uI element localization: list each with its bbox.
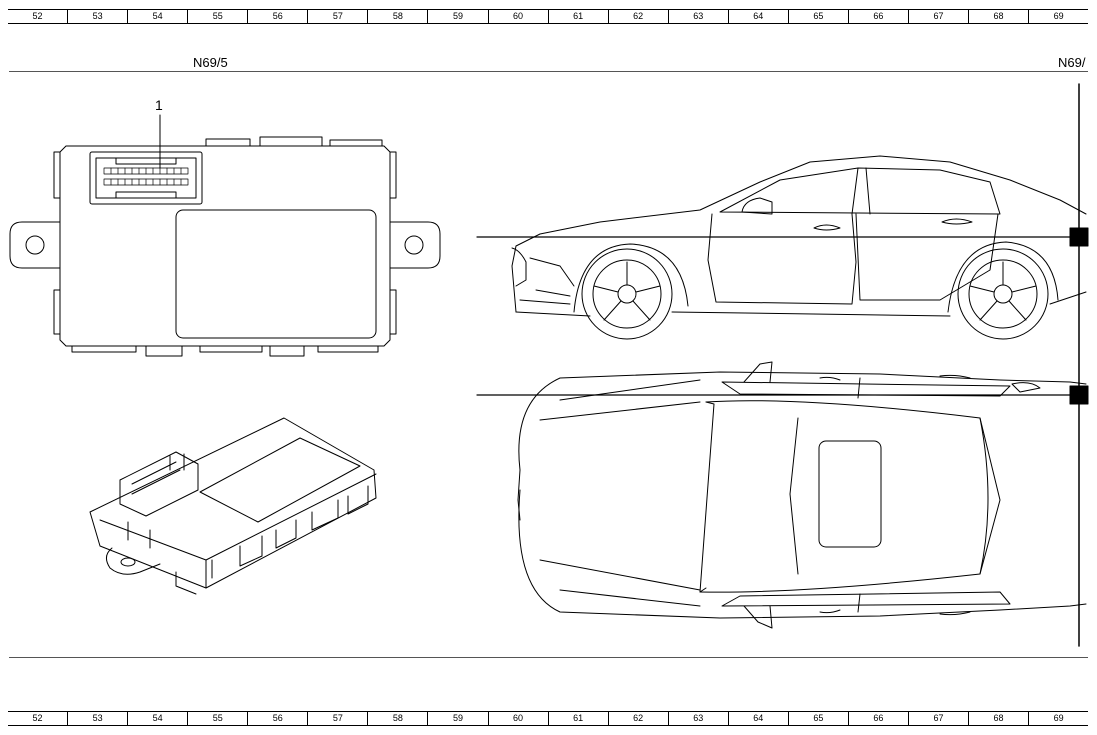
ruler-bottom-cell-60: 60 — [487, 712, 548, 725]
ruler-bottom-cell-59: 59 — [427, 712, 487, 725]
ruler-bottom-cell-57: 57 — [307, 712, 367, 725]
ruler-bottom-cell-54: 54 — [127, 712, 187, 725]
header-divider — [9, 71, 1088, 72]
location-markers — [476, 83, 1089, 647]
component-label-n69-right: N69/ — [1058, 55, 1086, 70]
ruler-top-cell-68: 68 — [968, 10, 1028, 23]
control-module-front-view — [9, 114, 441, 357]
ruler-top-cell-54: 54 — [127, 10, 187, 23]
ruler-bottom-cell-61: 61 — [547, 712, 608, 725]
ruler-bottom-cell-62: 62 — [607, 712, 668, 725]
callout-number-1: 1 — [155, 97, 163, 113]
ruler-bottom-cell-56: 56 — [247, 712, 307, 725]
ruler-bottom-cell-65: 65 — [787, 712, 848, 725]
component-label-n69-5: N69/5 — [193, 55, 228, 70]
ruler-bottom-cell-53: 53 — [67, 712, 127, 725]
ruler-top-cell-53: 53 — [67, 10, 127, 23]
ruler-top-cell-63: 63 — [667, 10, 728, 23]
ruler-top-cell-62: 62 — [607, 10, 668, 23]
ruler-top-cell-52: 52 — [32, 11, 43, 21]
ruler-bottom-cell-58: 58 — [367, 712, 427, 725]
location-marker-side-view — [1069, 227, 1089, 247]
ruler-top-cell-58: 58 — [367, 10, 427, 23]
ruler-top-cell-55: 55 — [187, 10, 247, 23]
footer-divider — [9, 657, 1088, 658]
ruler-bottom-cell-66: 66 — [847, 712, 908, 725]
vehicle-top-view — [517, 361, 1087, 629]
ruler-top-cell-56: 56 — [247, 10, 307, 23]
ruler-bottom-cell-67: 67 — [907, 712, 968, 725]
ruler-top-cell-65: 65 — [787, 10, 848, 23]
location-marker-top-view — [1069, 385, 1089, 405]
ruler-top-cell-59: 59 — [427, 10, 487, 23]
ruler-bottom-cell-55: 55 — [187, 712, 247, 725]
ruler-bottom-cell-52: 52 — [32, 713, 43, 723]
ruler-top-cell-64: 64 — [727, 10, 788, 23]
vehicle-side-view — [511, 155, 1087, 340]
ruler-bottom-cell-64: 64 — [727, 712, 788, 725]
ruler-top-cell-66: 66 — [847, 10, 908, 23]
ruler-bottom-cell-69: 69 — [1028, 712, 1088, 725]
ruler-bottom-cell-63: 63 — [667, 712, 728, 725]
control-module-isometric-view — [89, 417, 377, 595]
ruler-bottom-cell-68: 68 — [968, 712, 1028, 725]
ruler-top-cell-69: 69 — [1028, 10, 1088, 23]
ruler-top-cell-60: 60 — [487, 10, 548, 23]
ruler-top-cell-57: 57 — [307, 10, 367, 23]
ruler-top-cell-61: 61 — [547, 10, 608, 23]
ruler-top-cell-67: 67 — [907, 10, 968, 23]
